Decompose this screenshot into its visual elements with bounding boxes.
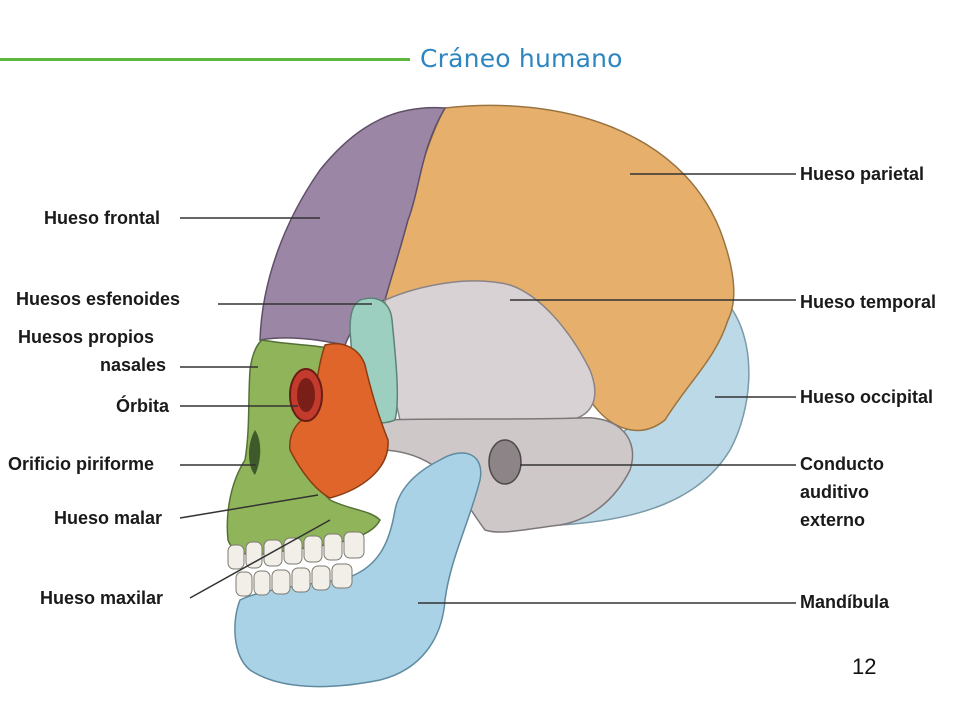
label-hueso-temporal: Hueso temporal [800, 292, 937, 312]
frontal-bone [259, 106, 447, 346]
page-number: 12 [852, 654, 877, 679]
lower-teeth [235, 563, 353, 597]
label-conducto-line2: auditivo [800, 482, 870, 502]
orbit-inner [297, 378, 315, 412]
label-hueso-malar: Hueso malar [54, 508, 163, 528]
label-mandibula: Mandíbula [800, 592, 889, 612]
label-huesos-propios-line2: nasales [100, 355, 167, 375]
label-orificio-piriforme: Orificio piriforme [8, 454, 155, 474]
label-hueso-frontal: Hueso frontal [44, 208, 161, 228]
label-hueso-occipital: Hueso occipital [800, 387, 934, 407]
label-hueso-maxilar: Hueso maxilar [40, 588, 164, 608]
upper-teeth [227, 531, 365, 570]
title-rule [0, 58, 410, 61]
page-title: Cráneo humano [420, 44, 623, 73]
label-conducto-line3: externo [800, 510, 866, 530]
leader-malar [179, 494, 319, 519]
label-hueso-parietal: Hueso parietal [800, 164, 925, 184]
nasal-aperture [248, 430, 261, 475]
label-conducto-line1: Conducto [800, 454, 884, 474]
label-orbita: Órbita [116, 396, 170, 416]
leader-lines-left [179, 217, 372, 599]
label-huesos-esfenoides: Huesos esfenoides [16, 289, 181, 309]
mandible-bone [234, 452, 482, 688]
leader-maxilar [189, 519, 331, 599]
ear-canal [488, 439, 522, 485]
label-huesos-propios-line1: Huesos propios [18, 327, 155, 347]
leader-lines-right [418, 173, 796, 604]
